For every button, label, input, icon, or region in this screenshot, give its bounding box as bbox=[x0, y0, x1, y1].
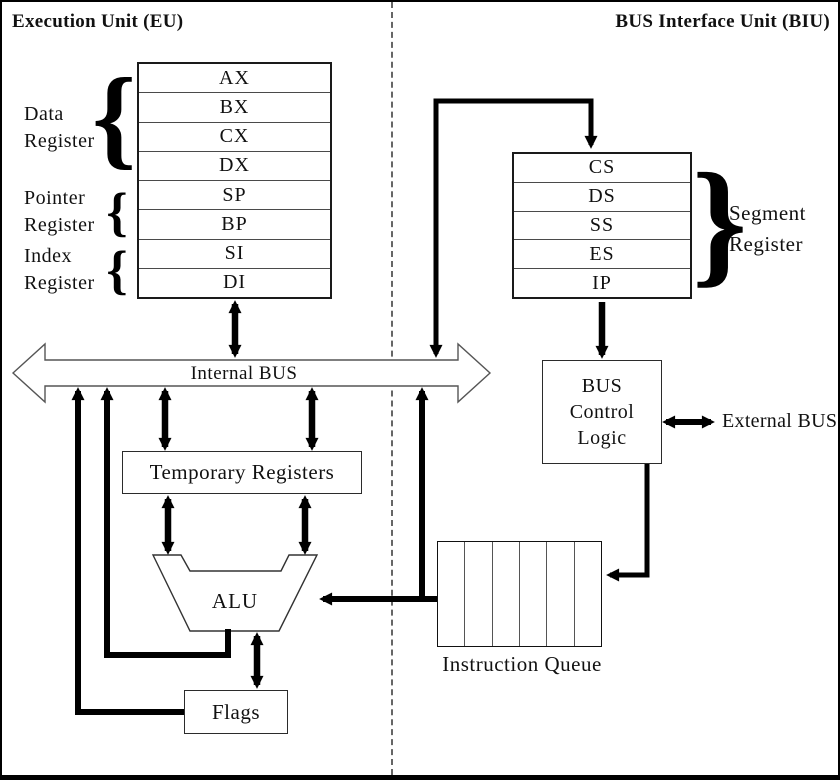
register-bx: BX bbox=[139, 92, 330, 121]
biu-title: BUS Interface Unit (BIU) bbox=[615, 11, 830, 32]
index-register-label: Index Register bbox=[24, 245, 95, 294]
register-ss: SS bbox=[514, 210, 690, 240]
arrow-alu-bus-feedback bbox=[100, 387, 231, 658]
temporary-registers-box: Temporary Registers bbox=[122, 451, 362, 494]
register-di: DI bbox=[139, 267, 330, 297]
flags-box: Flags bbox=[184, 690, 288, 734]
segment-register-stack: CS DS SS ES IP bbox=[512, 152, 692, 299]
arrow-buscontrol-queue bbox=[606, 464, 650, 582]
queue-cell bbox=[518, 542, 546, 646]
pointer-register-brace-icon: { bbox=[106, 182, 128, 242]
segment-register-brace-icon: } bbox=[692, 145, 748, 300]
eu-title: Execution Unit (EU) bbox=[12, 11, 184, 32]
queue-cell bbox=[464, 542, 491, 646]
eu-register-stack: AX BX CX DX SP BP SI DI bbox=[137, 62, 332, 299]
register-si: SI bbox=[139, 238, 330, 268]
bus-control-logic-box: BUS Control Logic bbox=[542, 360, 662, 464]
arrow-flags-bus-feedback bbox=[71, 387, 184, 715]
alu-label: ALU bbox=[211, 589, 259, 613]
register-ds: DS bbox=[514, 181, 690, 211]
internal-bus-label: Internal BUS bbox=[190, 363, 298, 384]
register-cx: CX bbox=[139, 121, 330, 151]
eu-biu-dashed-divider bbox=[391, 2, 393, 775]
register-ip: IP bbox=[514, 268, 690, 297]
register-es: ES bbox=[514, 239, 690, 268]
external-bus-label: External BUS bbox=[722, 410, 838, 432]
queue-cell bbox=[546, 542, 573, 646]
register-ax: AX bbox=[219, 66, 250, 89]
index-register-brace-icon: { bbox=[106, 240, 128, 300]
segment-register-label: Segment Register bbox=[729, 201, 806, 256]
instruction-queue-label: Instruction Queue bbox=[442, 652, 602, 676]
register-sp: SP bbox=[139, 180, 330, 209]
queue-cell bbox=[573, 542, 601, 646]
instruction-queue-box bbox=[437, 541, 602, 647]
queue-cell bbox=[491, 542, 519, 646]
pointer-register-label: Pointer Register bbox=[24, 187, 95, 236]
register-cs: CS bbox=[588, 156, 616, 179]
queue-cell bbox=[438, 542, 464, 646]
data-register-brace-icon: { bbox=[92, 56, 137, 180]
register-dx: DX bbox=[139, 150, 330, 180]
register-bp: BP bbox=[139, 209, 330, 238]
data-register-label: Data Register bbox=[24, 103, 95, 152]
